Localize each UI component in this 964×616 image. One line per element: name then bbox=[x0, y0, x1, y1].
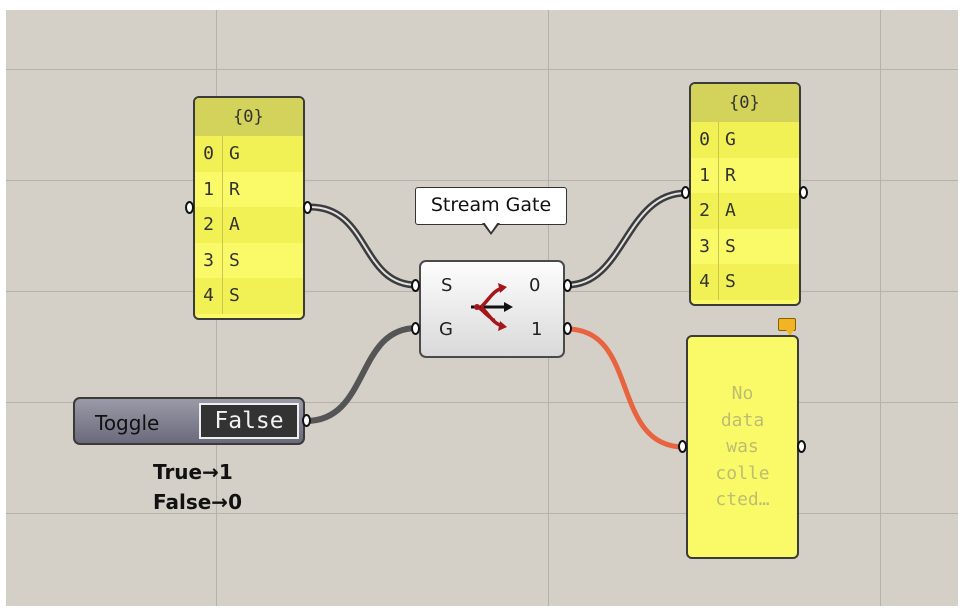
grid-line bbox=[880, 10, 881, 606]
input-g-label: G bbox=[439, 319, 453, 340]
tooltip: Stream Gate bbox=[415, 187, 567, 225]
output-1-grip[interactable] bbox=[563, 322, 572, 335]
output-0-label: 0 bbox=[529, 275, 541, 296]
toggle-value-button[interactable]: False bbox=[199, 403, 299, 439]
item-value: A bbox=[725, 200, 736, 222]
tooltip-tail-inner bbox=[484, 222, 498, 232]
item-index: 2 bbox=[195, 207, 223, 243]
item-value: G bbox=[229, 143, 240, 165]
input-panel-input-grip[interactable] bbox=[185, 201, 194, 214]
input-s-grip[interactable] bbox=[411, 279, 420, 292]
empty-panel-output-grip[interactable] bbox=[797, 440, 806, 453]
panel-header: {0} bbox=[195, 98, 303, 136]
item-value: R bbox=[229, 178, 240, 200]
empty-panel-message: No data was colle cted… bbox=[715, 383, 770, 510]
item-index: 3 bbox=[691, 228, 719, 264]
item-index: 4 bbox=[691, 264, 719, 300]
empty-panel[interactable]: No data was colle cted… bbox=[686, 335, 799, 559]
input-panel-output-grip[interactable] bbox=[303, 201, 312, 214]
grid-line bbox=[6, 402, 958, 403]
input-s-label: S bbox=[441, 275, 453, 296]
comment-flag-tail bbox=[786, 330, 794, 336]
item-value: S bbox=[229, 249, 240, 271]
output-panel-output-grip[interactable] bbox=[799, 186, 808, 199]
grid-line bbox=[6, 69, 958, 70]
item-index: 0 bbox=[195, 136, 223, 172]
note-false: False→0 bbox=[153, 490, 242, 514]
note-true: True→1 bbox=[153, 460, 233, 484]
item-index: 4 bbox=[195, 278, 223, 314]
item-value: S bbox=[229, 285, 240, 307]
stream-gate-icon bbox=[471, 283, 513, 331]
item-index: 2 bbox=[691, 193, 719, 229]
panel-header: {0} bbox=[691, 84, 799, 122]
output-panel-input-grip[interactable] bbox=[681, 186, 690, 199]
boolean-toggle[interactable]: Toggle False bbox=[73, 397, 305, 445]
output-1-label: 1 bbox=[531, 319, 543, 340]
item-index: 0 bbox=[691, 122, 719, 158]
item-value: A bbox=[229, 214, 240, 236]
item-index: 1 bbox=[691, 157, 719, 193]
item-value: R bbox=[725, 164, 736, 186]
output-0-grip[interactable] bbox=[563, 279, 572, 292]
stream-gate-component[interactable]: S G 0 1 bbox=[419, 260, 565, 358]
item-index: 1 bbox=[195, 171, 223, 207]
item-index: 3 bbox=[195, 242, 223, 278]
item-value: G bbox=[725, 129, 736, 151]
input-g-grip[interactable] bbox=[411, 322, 420, 335]
toggle-output-grip[interactable] bbox=[302, 414, 311, 427]
empty-panel-input-grip[interactable] bbox=[678, 440, 687, 453]
item-value: S bbox=[725, 235, 736, 257]
grid-line bbox=[6, 180, 958, 181]
item-value: S bbox=[725, 271, 736, 293]
toggle-label: Toggle bbox=[95, 411, 160, 435]
grid-line bbox=[6, 513, 958, 514]
